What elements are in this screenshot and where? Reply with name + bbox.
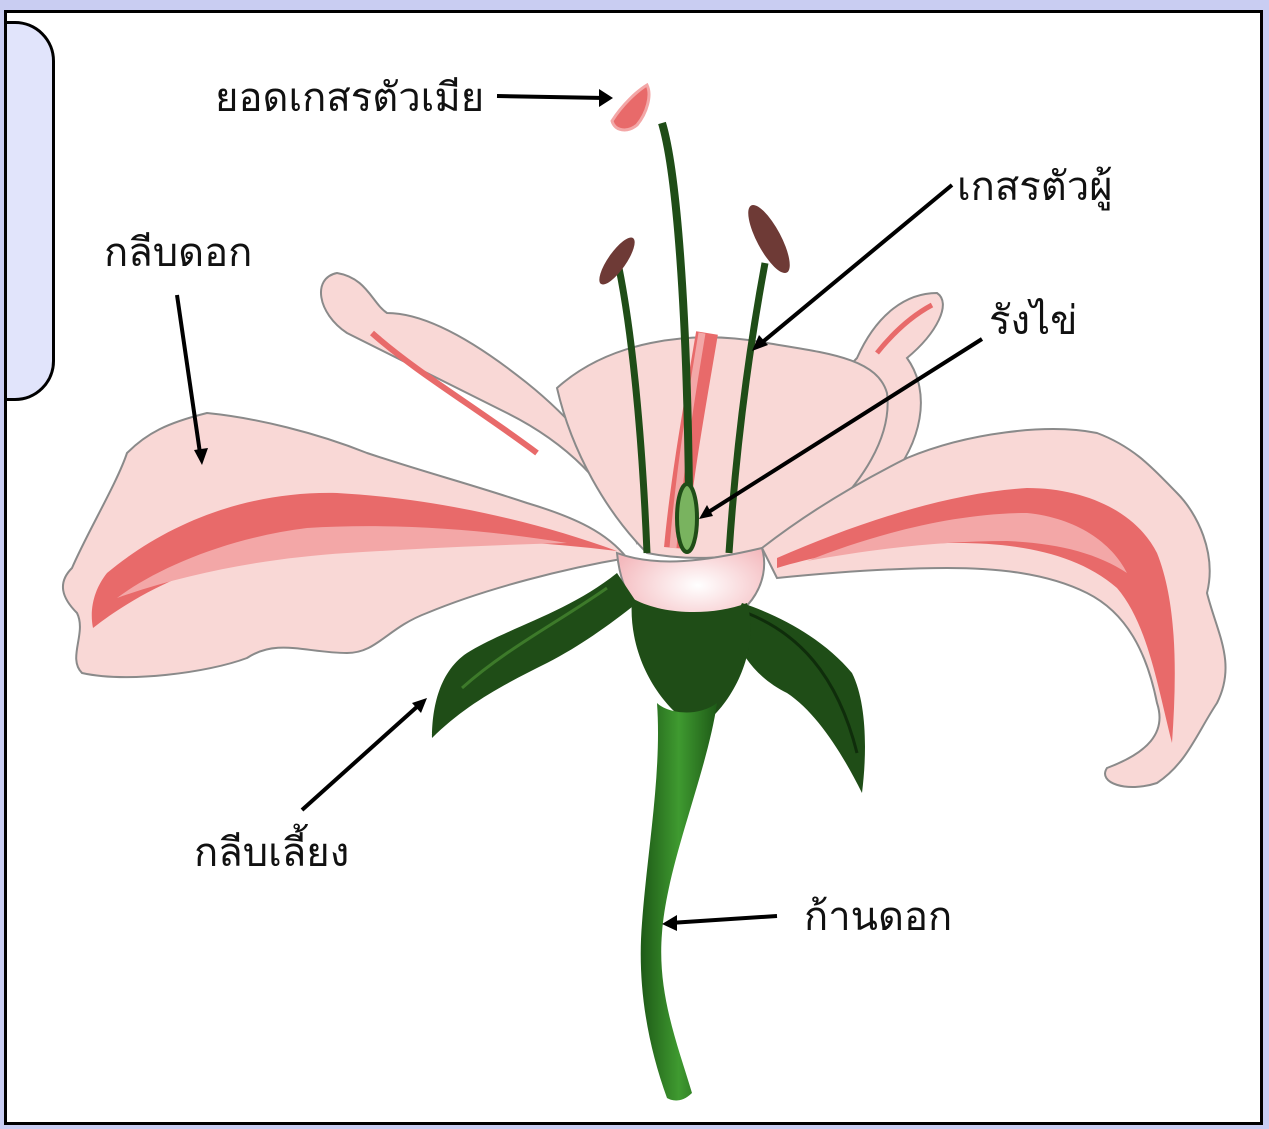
stigma bbox=[612, 85, 649, 130]
anther-right bbox=[741, 200, 798, 278]
anther-left bbox=[594, 233, 641, 289]
ovary bbox=[677, 484, 697, 552]
label-sepal: กลีบเลี้ยง bbox=[194, 833, 349, 873]
diagram-frame: ยอดเกสรตัวเมีย เกสรตัวผู้ กลีบดอก รังไข่… bbox=[4, 10, 1263, 1125]
sepal-center bbox=[632, 598, 751, 728]
label-petal: กลีบดอก bbox=[104, 233, 252, 273]
arrow-sepal bbox=[302, 705, 419, 810]
arrow-stem bbox=[670, 916, 777, 923]
label-stamen: เกสรตัวผู้ bbox=[957, 167, 1113, 207]
label-ovary: รังไข่ bbox=[989, 301, 1077, 341]
arrow-stigma bbox=[497, 96, 605, 98]
sepal-right bbox=[732, 603, 865, 793]
label-stigma: ยอดเกสรตัวเมีย bbox=[215, 78, 484, 118]
flower-stem bbox=[641, 703, 717, 1100]
label-stem: ก้านดอก bbox=[804, 897, 952, 937]
